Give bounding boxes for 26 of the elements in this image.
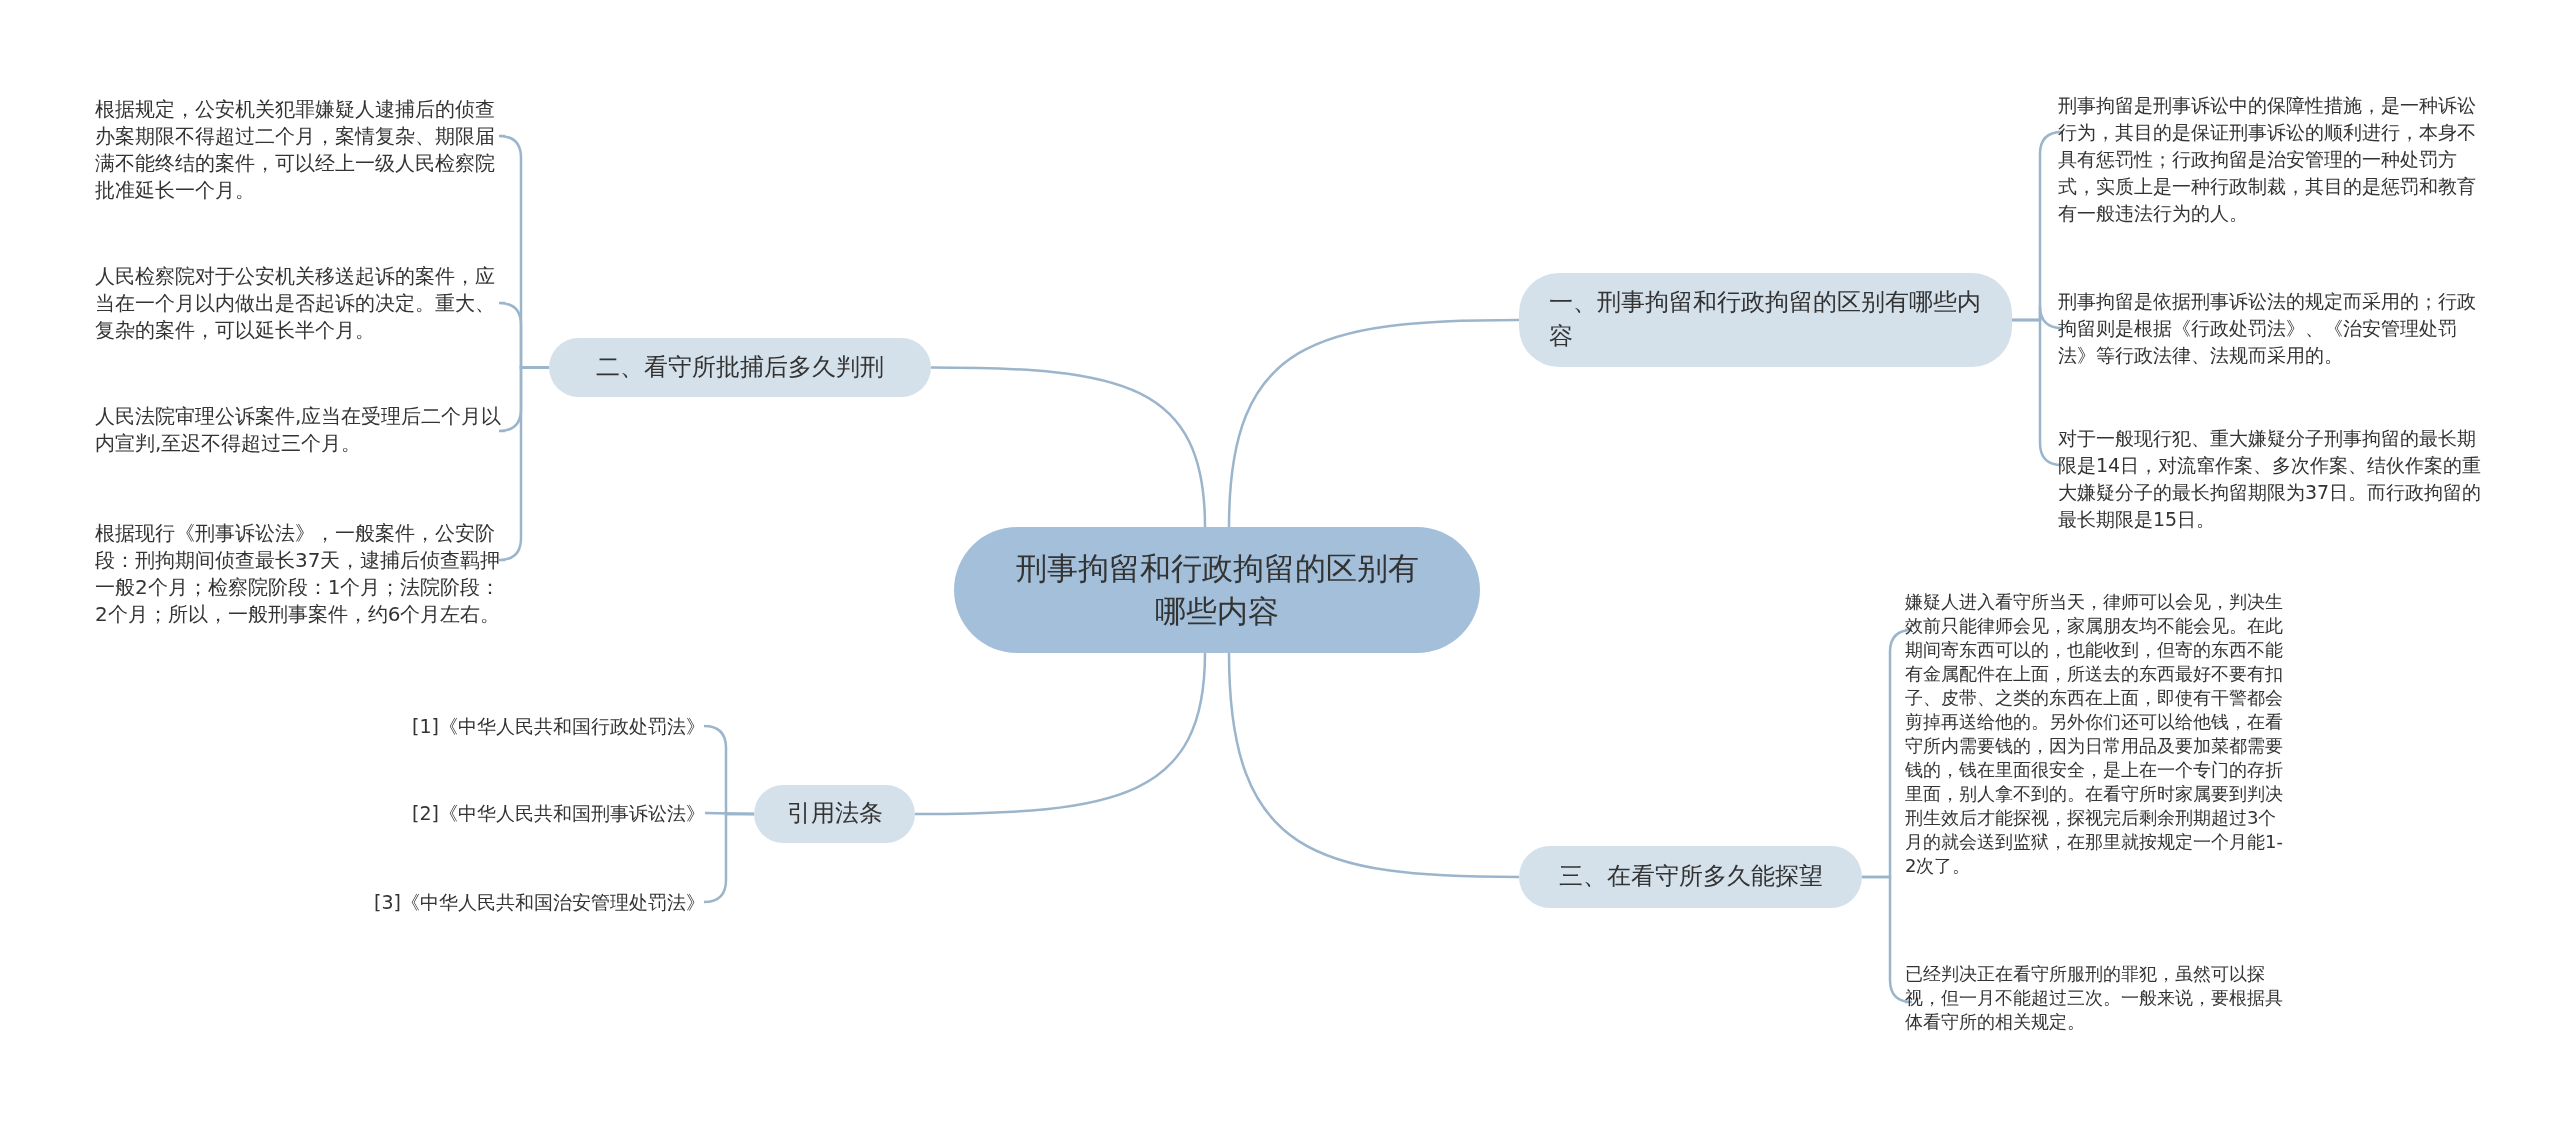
note-text: 根据现行《刑事诉讼法》，一般案件，公安阶段：刑拘期间侦查最长37天，逮捕后侦查羁押一般2个月；检察院阶段：1个月；法院阶段：2个月；所以，一般刑事案件，约6个月左右。	[95, 520, 505, 658]
connector-line	[931, 366, 1207, 528]
note-text: 人民法院审理公诉案件,应当在受理后二个月以内宣判,至迟不得超过三个月。	[95, 403, 505, 459]
reference-text: [2]《中华人民共和国刑事诉讼法》	[300, 798, 705, 828]
topic-label: 二、看守所批捕后多久判刑	[596, 351, 884, 383]
note-text: 对于一般现行犯、重大嫌疑分子刑事拘留的最长期限是14日，对流窜作案、多次作案、结伙作案的重大嫌疑分子的最长拘留期限为37日。而行政拘留的最长期限是15日。	[2058, 425, 2488, 535]
connector-line	[497, 366, 549, 562]
note-text: 已经判决正在看守所服刑的罪犯，虽然可以探视，但一月不能超过三次。一般来说，要根据具体看守所的相关规定。	[1905, 962, 2285, 1042]
connector-line	[702, 812, 754, 904]
connector-line	[915, 652, 1207, 816]
connector-line	[1227, 652, 1519, 879]
reference-text: [1]《中华人民共和国行政处罚法》	[300, 711, 705, 741]
note-text: 刑事拘留是刑事诉讼中的保障性措施，是一种诉讼行为，其目的是保证刑事诉讼的顺利进行，本身不具有惩罚性；行政拘留是治安管理的一种处罚方式，实质上是一种行政制裁，其目的是惩罚和教育有一般违法行为的人。	[2058, 92, 2488, 230]
connector-line	[1227, 318, 1519, 528]
topic-box	[1519, 273, 2012, 367]
topic-label: 三、在看守所多久能探望	[1558, 861, 1823, 893]
connector-line	[2012, 318, 2064, 467]
note-text: 人民检察院对于公安机关移送起诉的案件，应当在一个月以内做出是否起诉的决定。重大、复杂的案件，可以延长半个月。	[95, 263, 505, 347]
topic-label: 引用法条	[786, 798, 883, 830]
note-text: 嫌疑人进入看守所当天，律师可以会见，判决生效前只能律师会见，家属朋友均不能会见。在此期间寄东西可以的，也能收到，但寄的东西不能有金属配件在上面，所送去的东西最好不要有扣子、皮带、之类的东西在上面，即使有干警都会剪掉再送给他的。另外你们还可以给他钱，在看守所内需要钱的，因为日常用品及要加菜都需要钱的，钱在里面很安全，是上在一个专门的存折里面，别人拿不到的。在看守所时家属要到判决刑生效后才能探视，探视完后剩余刑期超过3个月的就会送到监狱，在那里就按规定一个月能1-2次了。	[1905, 590, 2285, 930]
reference-text: [3]《中华人民共和国治安管理处罚法》	[280, 887, 705, 917]
note-text: 根据规定，公安机关犯罪嫌疑人逮捕后的侦查办案期限不得超过二个月，案情复杂、期限届满不能终结的案件，可以经上一级人民检察院批准延长一个月。	[95, 96, 505, 206]
topic-label: 一、刑事拘留和行政拘留的区别有哪些内容	[1549, 287, 1982, 352]
connector-line	[1862, 875, 1914, 1004]
note-text: 刑事拘留是依据刑事诉讼法的规定而采用的；行政拘留则是根据《行政处罚法》、《治安管理处罚法》等行政法律、法规而采用的。	[2058, 288, 2488, 372]
topic-label: 刑事拘留和行政拘留的区别有哪些内容	[1014, 548, 1420, 631]
